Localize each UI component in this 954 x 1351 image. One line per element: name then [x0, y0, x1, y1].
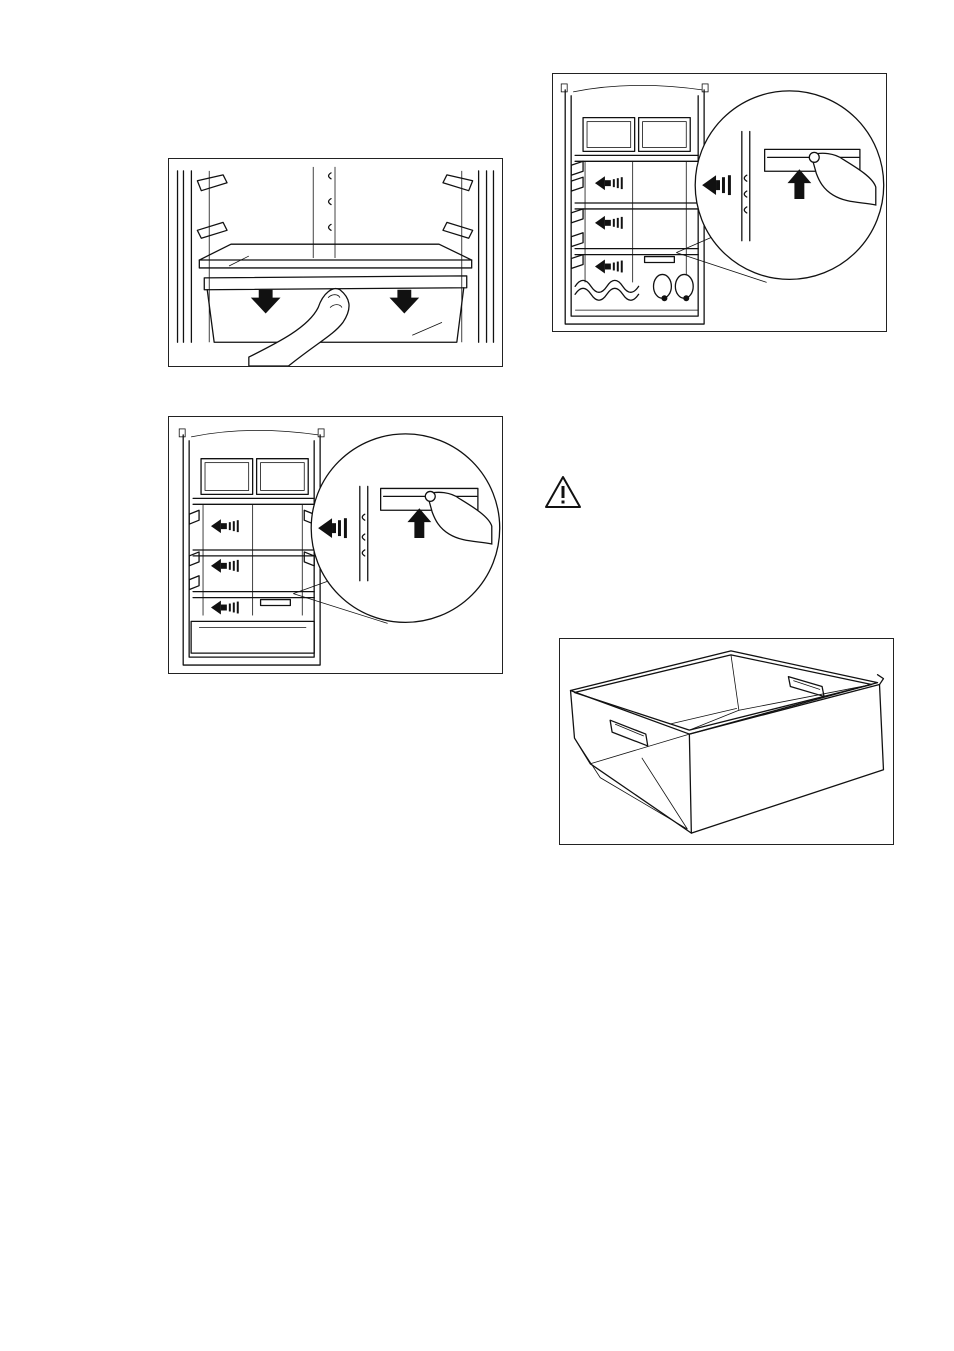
figure-drawer-removal: [168, 158, 503, 367]
down-arrow-icon: [389, 290, 419, 314]
shelf-arrow-icon: [211, 559, 239, 573]
down-arrow-icon: [251, 290, 281, 314]
shelf-arrow-icon: [595, 260, 623, 274]
drawer-removal-illustration: [169, 159, 502, 366]
figure-shelf-positions-right: [552, 73, 887, 332]
shelf-arrow-icon: [211, 519, 239, 533]
shelf-arrow-icon: [595, 216, 623, 230]
shelf-positions-left-illustration: [169, 417, 502, 673]
figure-shelf-positions-left: [168, 416, 503, 674]
shelf-arrow-icon: [595, 176, 623, 190]
warning-triangle-icon: [543, 474, 583, 510]
drawer-handle-icon: [610, 720, 648, 746]
drawer-handle-icon: [788, 677, 824, 697]
shelf-arrow-icon: [211, 601, 239, 615]
crisper-drawer-illustration: [560, 639, 893, 844]
bottle-rack: [575, 274, 693, 301]
figure-crisper-drawer: [559, 638, 894, 845]
shelf-positions-right-illustration: [553, 74, 886, 331]
